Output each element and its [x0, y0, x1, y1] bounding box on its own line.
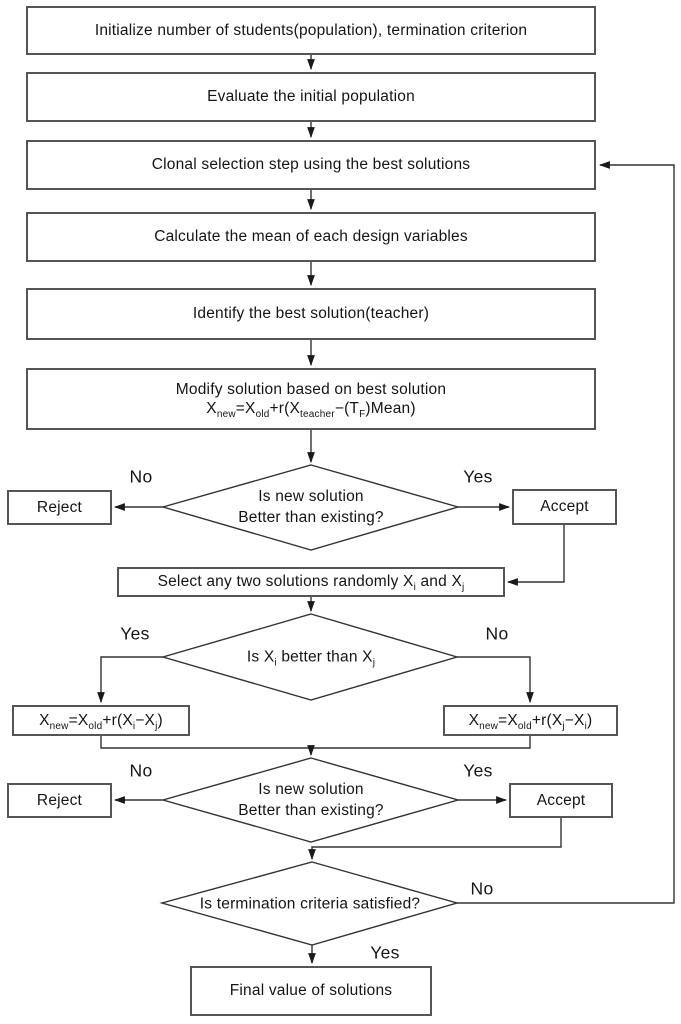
edge-update-merge [100, 736, 531, 749]
decision4-no-label: No [470, 878, 494, 899]
edge-decision2-no [457, 656, 534, 704]
decision1-text: Is new solution Better than existing? [238, 486, 384, 528]
decision2-text: Is Xi better than Xj [246, 648, 376, 669]
update-left-formula: Xnew=Xold+r(Xi−Xj) [39, 711, 163, 732]
decision3-yes-label: Yes [463, 760, 493, 781]
reject1-label: Reject [36, 498, 83, 516]
decision3-line2: Better than existing? [238, 802, 384, 819]
process-init: Initialize number of students(population… [26, 6, 596, 55]
reject2-label: Reject [36, 791, 83, 809]
process-modify-formula: Xnew=Xold+r(Xteacher−(TF)Mean) [206, 399, 416, 420]
accept2-label: Accept [536, 791, 586, 809]
process-clonal: Clonal selection step using the best sol… [26, 140, 596, 190]
process-modify-label: Modify solution based on best solution [175, 380, 447, 398]
final-box: Final value of solutions [190, 966, 432, 1016]
edge-decision4-no-loop [457, 161, 675, 904]
process-init-label: Initialize number of students(population… [94, 21, 528, 39]
process-evaluate-label: Evaluate the initial population [207, 88, 415, 105]
update-right-formula: Xnew=Xold+r(Xj−Xi) [468, 711, 593, 732]
process-identify-label: Identify the best solution(teacher) [192, 305, 430, 322]
decision2-no-label: No [485, 623, 509, 644]
decision1-diamond [160, 464, 461, 551]
process-select: Select any two solutions randomly Xi and… [117, 567, 505, 597]
update-right-box: Xnew=Xold+r(Xj−Xi) [443, 705, 618, 736]
process-identify: Identify the best solution(teacher) [26, 288, 596, 340]
decision1-line1: Is new solution [258, 488, 364, 505]
reject1-box: Reject [7, 490, 112, 525]
decision1-no-label: No [129, 466, 153, 487]
decision2-diamond [160, 613, 460, 701]
decision4-diamond [159, 861, 460, 946]
decision3-text: Is new solution Better than existing? [238, 779, 384, 821]
accept1-box: Accept [512, 489, 617, 525]
process-clonal-label: Clonal selection step using the best sol… [151, 156, 471, 173]
decision3-diamond [160, 757, 461, 843]
decision2-yes-label: Yes [120, 623, 150, 644]
update-left-box: Xnew=Xold+r(Xi−Xj) [12, 705, 190, 736]
edge-decision2-yes [97, 656, 163, 704]
reject2-box: Reject [7, 783, 112, 818]
accept2-box: Accept [509, 783, 613, 818]
process-mean: Calculate the mean of each design variab… [26, 212, 596, 262]
process-select-label: Select any two solutions randomly Xi and… [157, 573, 465, 594]
accept1-label: Accept [540, 498, 589, 515]
process-evaluate: Evaluate the initial population [26, 72, 596, 122]
edge-accept1-select [506, 525, 565, 586]
decision1-line2: Better than existing? [238, 509, 384, 526]
decision4-text: Is termination criteria satisfied? [199, 895, 421, 913]
final-label: Final value of solutions [229, 982, 393, 999]
decision3-no-label: No [129, 760, 153, 781]
decision4-yes-label: Yes [370, 942, 400, 963]
process-modify: Modify solution based on best solution X… [26, 368, 596, 430]
edge-accept2-decision4 [308, 818, 562, 861]
decision1-yes-label: Yes [463, 466, 493, 487]
process-mean-label: Calculate the mean of each design variab… [154, 228, 468, 245]
decision3-line1: Is new solution [258, 781, 364, 798]
